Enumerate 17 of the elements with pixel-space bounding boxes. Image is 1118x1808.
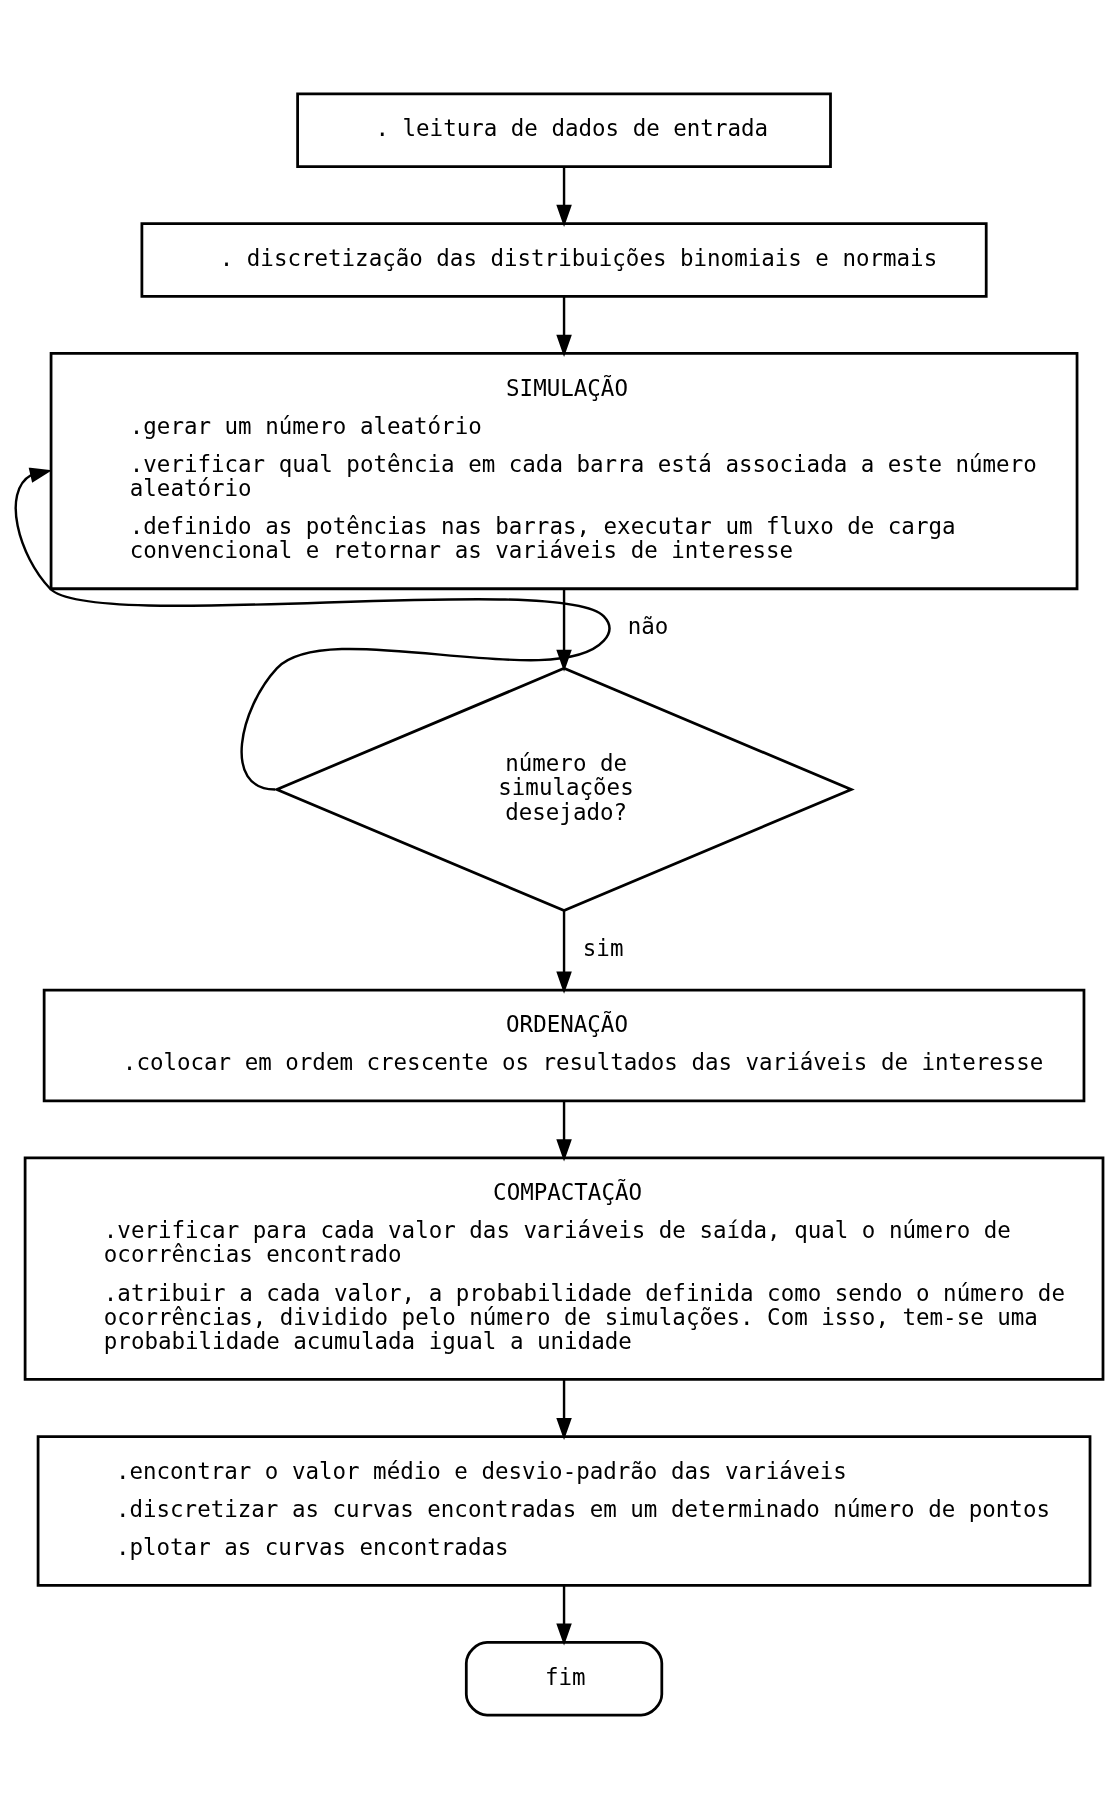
edge-label: sim — [582, 934, 624, 961]
node-box: . discretização das distribuições binomiais e normais — [140, 221, 988, 298]
arrow — [556, 296, 572, 357]
arrow — [556, 166, 572, 227]
node-box: fim — [464, 1640, 664, 1716]
node-box: .encontrar o valor médio e desvio-padrão das variáveis .discretizar as curvas encontradas em um determinado número de pontos .plotar as curvas encontradas — [36, 1434, 1092, 1587]
node-box: ORDENAÇÃO .colocar em ordem crescente os resultados das variáveis de interesse — [42, 988, 1086, 1102]
arrow — [556, 1585, 572, 1646]
arrow — [556, 1379, 572, 1440]
edge-label: não — [627, 612, 669, 639]
arrow — [556, 1100, 572, 1162]
arrow — [14, 467, 610, 791]
node-box: SIMULAÇÃO .gerar um número aleatório .verificar qual potência em cada barra está associada a este número aleatório .definido as potências nas barras, executar um fluxo de carga convencional e retornar as variáveis de interesse — [49, 351, 1079, 590]
arrow — [556, 910, 572, 994]
node-diamond: número de simulações desejado? — [273, 666, 855, 912]
node-box: COMPACTAÇÃO .verificar para cada valor das variáveis de saída, qual o número de ocorrências encontrado .atribuir a cada valor, a probabilidade definida como sendo o número de ocorrências, dividido pelo número de simulações. Com isso, tem-se uma probabilidade acumulada igual a unidade — [23, 1156, 1105, 1381]
node-box: . leitura de dados de entrada — [296, 92, 832, 168]
